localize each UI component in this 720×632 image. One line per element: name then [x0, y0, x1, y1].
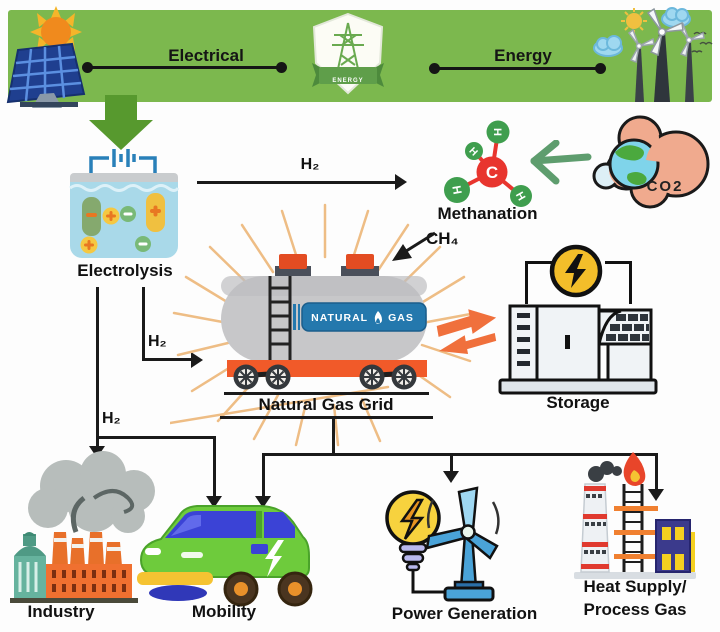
- car-icon: [137, 505, 313, 607]
- lightning-bolt-icon: [549, 244, 603, 298]
- solar-panel-icon: [6, 6, 86, 108]
- grid-to-mobility-line: [262, 453, 265, 497]
- natural-label: NATURAL: [311, 312, 369, 324]
- h2-label-top: H₂: [300, 156, 320, 173]
- methanation-label: Methanation: [437, 204, 538, 223]
- h2-line-mobility-h: [96, 436, 216, 439]
- power-generation-label: Power Generation: [391, 604, 538, 623]
- teal-building: [14, 532, 46, 598]
- exchange-double-arrow-icon: [436, 309, 497, 354]
- heat-supply-label-line1: Heat Supply/: [583, 577, 687, 596]
- h2-line-mobility-v: [213, 436, 216, 496]
- co2-to-methanation-arrow-icon: [530, 140, 592, 185]
- methane-molecule-icon: C H H H H: [444, 120, 532, 207]
- h2-line-grid-v: [142, 287, 145, 360]
- industry-icon: [10, 451, 155, 603]
- energy-label: Energy: [494, 46, 552, 65]
- h2-arrow-top: [197, 181, 395, 184]
- energy-badge-label: ENERGY: [332, 78, 364, 84]
- power-generation-icon: [385, 486, 500, 602]
- ch4-arrow: [392, 231, 436, 261]
- electrical-line: [88, 66, 286, 69]
- storage-building-icon: [498, 304, 658, 395]
- co2-cloud-icon: [592, 115, 710, 209]
- electrical-label: Electrical: [168, 46, 244, 65]
- smoke-icon: [28, 451, 155, 533]
- mobility-label: Mobility: [191, 602, 257, 621]
- storage-label: Storage: [546, 393, 610, 412]
- process-down-arrow-icon: [105, 95, 137, 121]
- process-down-arrow-head: [89, 120, 153, 150]
- ion-particles: [80, 206, 151, 254]
- energy-badge-icon: [312, 13, 384, 95]
- tank-hatches: [275, 254, 379, 279]
- electrolysis-icon: [69, 149, 180, 258]
- flare-stack: [614, 452, 658, 572]
- grid-to-power-line: [450, 453, 453, 473]
- grid-branch-stub: [332, 419, 335, 455]
- h2-arrow-top-head: [395, 174, 407, 190]
- electrical-line-dot-right: [276, 62, 287, 73]
- heat-supply-label-line2: Process Gas: [583, 600, 687, 619]
- h2-line-industry-v: [96, 287, 99, 447]
- sun-icon: [30, 6, 82, 58]
- storage-bracket-right: [605, 261, 632, 304]
- grid-branch-horizontal: [262, 453, 658, 456]
- gas-label: GAS: [388, 312, 414, 324]
- grid-to-heat-line: [655, 453, 658, 491]
- power-arrow-head: [443, 471, 459, 483]
- sun-small-icon: [621, 8, 647, 34]
- transmission-tower-icon: [332, 22, 364, 70]
- wind-turbine-icon: [425, 486, 500, 602]
- energy-line: [436, 67, 604, 70]
- natural-gas-banner: NATURAL GAS: [302, 306, 423, 330]
- energy-banner: Electrical Energy: [6, 6, 713, 108]
- chimney-tower: [580, 461, 622, 573]
- gas-tank-icon: [221, 254, 427, 390]
- ev-bolt-icon: [265, 540, 284, 577]
- industry-label: Industry: [27, 602, 95, 621]
- h2-label-grid: H₂: [148, 333, 167, 350]
- heat-arrow-head: [648, 489, 664, 501]
- earth-icon: [608, 138, 660, 190]
- electrolysis-label: Electrolysis: [77, 261, 173, 280]
- carbon-atom-label: C: [486, 163, 498, 182]
- energy-line-dot-left: [429, 63, 440, 74]
- h2-line-grid-h: [142, 358, 192, 361]
- rail-bottom: [220, 416, 433, 419]
- wind-turbines-icon: [593, 7, 713, 102]
- train-wheels: [233, 364, 417, 390]
- flame-icon: [374, 310, 383, 324]
- electrical-line-dot-left: [82, 62, 93, 73]
- rail-top: [224, 392, 429, 395]
- natural-gas-grid-label: Natural Gas Grid: [258, 395, 394, 414]
- energy-line-dot-right: [595, 63, 606, 74]
- cloud-icon: [593, 7, 691, 57]
- ladder-icon: [268, 276, 292, 362]
- storage-bracket-left: [525, 261, 552, 304]
- hydrogen-atom-label: H: [491, 128, 503, 136]
- plant-building: [655, 519, 695, 573]
- co2-label: CO2: [646, 178, 684, 195]
- car-wheels: [223, 571, 313, 607]
- window-grid: [606, 314, 649, 341]
- smoke-puff: [588, 461, 622, 482]
- h2-label-industry: H₂: [102, 410, 121, 427]
- h2-grid-arrow-head: [191, 352, 203, 368]
- refinery-icon: [574, 452, 696, 579]
- hydrogen-atom-label: H: [449, 185, 464, 196]
